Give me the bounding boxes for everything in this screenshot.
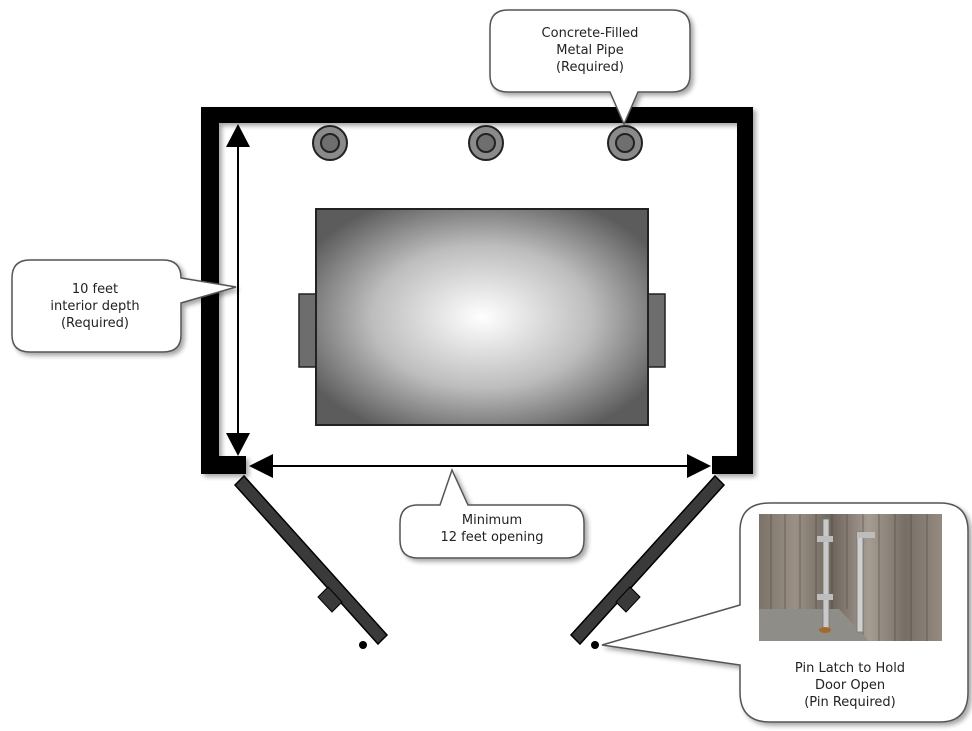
pipe-callout-line-2: Metal Pipe [556, 43, 624, 58]
dumpster-left-handle [298, 293, 318, 368]
opening-callout-bubble [399, 467, 585, 559]
latch-photo-drawing [759, 514, 942, 641]
depth-callout-line-3: (Required) [60, 316, 129, 331]
pipe-callout: Concrete-Filled Metal Pipe (Required) [495, 25, 685, 76]
latch-callout: Pin Latch to Hold Door Open (Pin Require… [755, 660, 945, 711]
opening-callout: Minimum 12 feet opening [400, 512, 584, 546]
pipe-callout-line-1: Concrete-Filled [541, 26, 639, 41]
depth-callout-line-2: interior depth [50, 299, 140, 314]
metal-pipes [312, 125, 643, 161]
depth-callout-bubble [11, 259, 237, 353]
opening-callout-line-1: Minimum [461, 513, 523, 528]
depth-callout: 10 feet interior depth (Required) [15, 281, 175, 332]
left-door [233, 474, 389, 649]
opening-callout-line-2: 12 feet opening [440, 530, 544, 545]
pipe-callout-bubble [489, 9, 691, 126]
latch-callout-line-2: Door Open [814, 678, 886, 693]
dumpster [298, 208, 666, 426]
right-door [569, 474, 726, 649]
latch-photo [759, 514, 942, 641]
pipe-bollard-1 [312, 125, 348, 161]
left-door-pin [359, 641, 367, 649]
pipe-bollard-3 [607, 125, 643, 161]
latch-callout-line-1: Pin Latch to Hold [794, 661, 906, 676]
opening-dimension-arrow [249, 454, 711, 478]
right-door-pin [591, 641, 599, 649]
depth-callout-line-1: 10 feet [71, 282, 119, 297]
latch-callout-line-3: (Pin Required) [804, 695, 896, 710]
depth-dimension-arrow [226, 124, 250, 456]
dumpster-right-handle [646, 293, 666, 368]
pipe-bollard-2 [468, 125, 504, 161]
dumpster-body [315, 208, 649, 426]
pipe-callout-line-3: (Required) [555, 60, 624, 75]
